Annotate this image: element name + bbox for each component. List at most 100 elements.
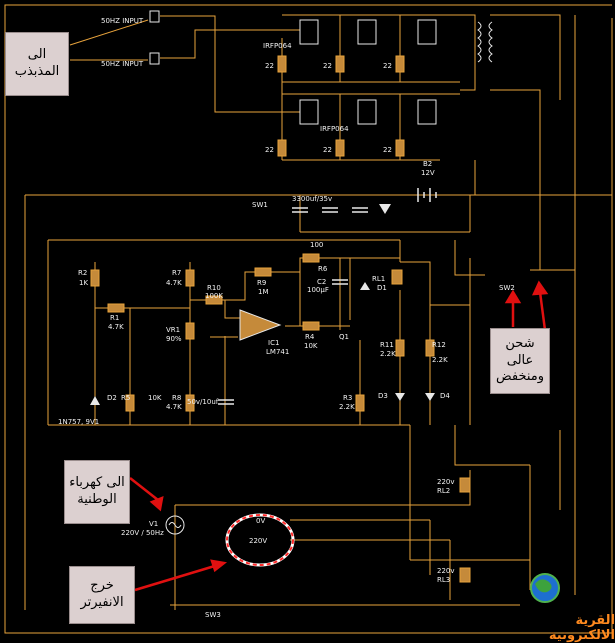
label-r5: R5	[121, 394, 130, 402]
label-d2: D2	[107, 394, 117, 402]
label-rl2-value: 220v	[437, 478, 455, 486]
label-cap-bank: 3300uf/35v	[292, 195, 332, 203]
resistor-r10	[205, 295, 223, 305]
label-output-220v: 220V	[249, 537, 267, 545]
label-r12-value: 2.2K	[432, 356, 448, 364]
annotation-arrows	[129, 280, 549, 592]
battery-b2	[417, 188, 437, 202]
resistor-22-e	[335, 139, 345, 157]
resistor-22-f	[395, 139, 405, 157]
callout-to-oscillator: الى المذبذب	[5, 32, 69, 96]
label-r1: R1	[110, 314, 119, 322]
label-r10-value: 100K	[205, 292, 223, 300]
label-r22-c: 22	[383, 62, 392, 70]
label-c2: C2	[317, 278, 326, 286]
label-r22-b: 22	[323, 62, 332, 70]
label-sw2: SW2	[499, 284, 515, 292]
resistor-r8	[185, 394, 195, 412]
resistor-r9	[254, 267, 272, 277]
label-r11: R11	[380, 341, 394, 349]
resistor-r6	[302, 253, 320, 263]
label-r1-value: 4.7K	[108, 323, 124, 331]
label-vr1-value: 90%	[166, 335, 182, 343]
label-r22-e: 22	[323, 146, 332, 154]
label-r8-value: 4.7K	[166, 403, 182, 411]
transformer	[477, 21, 493, 63]
resistor-r1	[107, 303, 125, 313]
label-r2-value: 1K	[79, 279, 88, 287]
label-r10: R10	[207, 284, 221, 292]
label-vr1: VR1	[166, 326, 180, 334]
resistor-r3	[355, 394, 365, 412]
label-output-0v: 0V	[256, 517, 265, 525]
relay-rl3	[459, 567, 471, 583]
label-v1-value: 220V / 50Hz	[121, 529, 164, 537]
resistor-22-c	[395, 55, 405, 73]
label-b2-value: 12V	[421, 169, 435, 177]
label-r100: 100	[310, 241, 323, 249]
label-sw1: SW1	[252, 201, 268, 209]
label-rl2: RL2	[437, 487, 450, 495]
label-sw3: SW3	[205, 611, 221, 619]
label-r10k: 10K	[148, 394, 162, 402]
resistors	[90, 55, 435, 412]
resistor-r4	[302, 321, 320, 331]
label-c50: 50v/10uf	[187, 398, 219, 406]
label-r22-f: 22	[383, 146, 392, 154]
label-r12: R12	[432, 341, 446, 349]
label-r4-value: 10K	[304, 342, 318, 350]
capacitors	[218, 207, 368, 405]
resistor-22-a	[277, 55, 287, 73]
label-r9: R9	[257, 279, 266, 287]
resistor-r11	[395, 339, 405, 357]
input-terminal-1	[149, 10, 160, 23]
label-r3: R3	[343, 394, 352, 402]
relay-rl2	[459, 477, 471, 493]
vr1-pot	[185, 322, 195, 340]
resistor-r7	[185, 269, 195, 287]
label-rl3: RL3	[437, 576, 450, 584]
component-labels: 50HZ INPUT 50HZ INPUT IRFP064 IRFP064 22…	[58, 17, 515, 619]
label-r7-value: 4.7K	[166, 279, 182, 287]
label-b2: B2	[423, 160, 432, 168]
resistor-22-d	[277, 139, 287, 157]
opamp-ic1	[239, 309, 282, 341]
resistor-r5	[125, 394, 135, 412]
label-ic1-value: LM741	[266, 348, 289, 356]
callout-inverter-output: خرج الانفيرتر	[69, 566, 135, 624]
label-ic1: IC1	[268, 339, 279, 347]
label-r3-value: 2.2K	[339, 403, 355, 411]
label-r6: R6	[318, 265, 328, 273]
resistor-r2	[90, 269, 100, 287]
label-irfp-top: IRFP064	[263, 42, 292, 50]
label-d3: D3	[378, 392, 388, 400]
label-q1: Q1	[339, 333, 349, 341]
label-d4: D4	[440, 392, 450, 400]
label-r8: R8	[172, 394, 181, 402]
input-terminal-2	[149, 52, 160, 65]
label-v1: V1	[149, 520, 158, 528]
label-r4: R4	[305, 333, 315, 341]
label-c2-value: 100µF	[307, 286, 329, 294]
label-r9-value: 1M	[258, 288, 269, 296]
label-r7: R7	[172, 269, 181, 277]
label-zener: 1N757, 9V1	[58, 418, 99, 426]
logo-text: القرية الالكترونية	[548, 613, 615, 643]
label-r22-a: 22	[265, 62, 274, 70]
label-r2: R2	[78, 269, 87, 277]
label-input-1: 50HZ INPUT	[101, 17, 144, 25]
mosfets	[299, 19, 437, 125]
label-rl3-value: 220v	[437, 567, 455, 575]
label-d1: D1	[377, 284, 387, 292]
label-rl1: RL1	[372, 275, 385, 283]
callout-to-national-grid: الى كهرباء الوطنية	[64, 460, 130, 524]
callout-charge-high-low: شحن عالى ومنخفض	[490, 328, 550, 394]
diodes	[90, 204, 435, 405]
wires	[4, 4, 613, 634]
label-irfp-bot: IRFP064	[320, 125, 349, 133]
resistor-22-b	[335, 55, 345, 73]
logo-globe	[530, 573, 560, 603]
label-r11-value: 2.2K	[380, 350, 396, 358]
